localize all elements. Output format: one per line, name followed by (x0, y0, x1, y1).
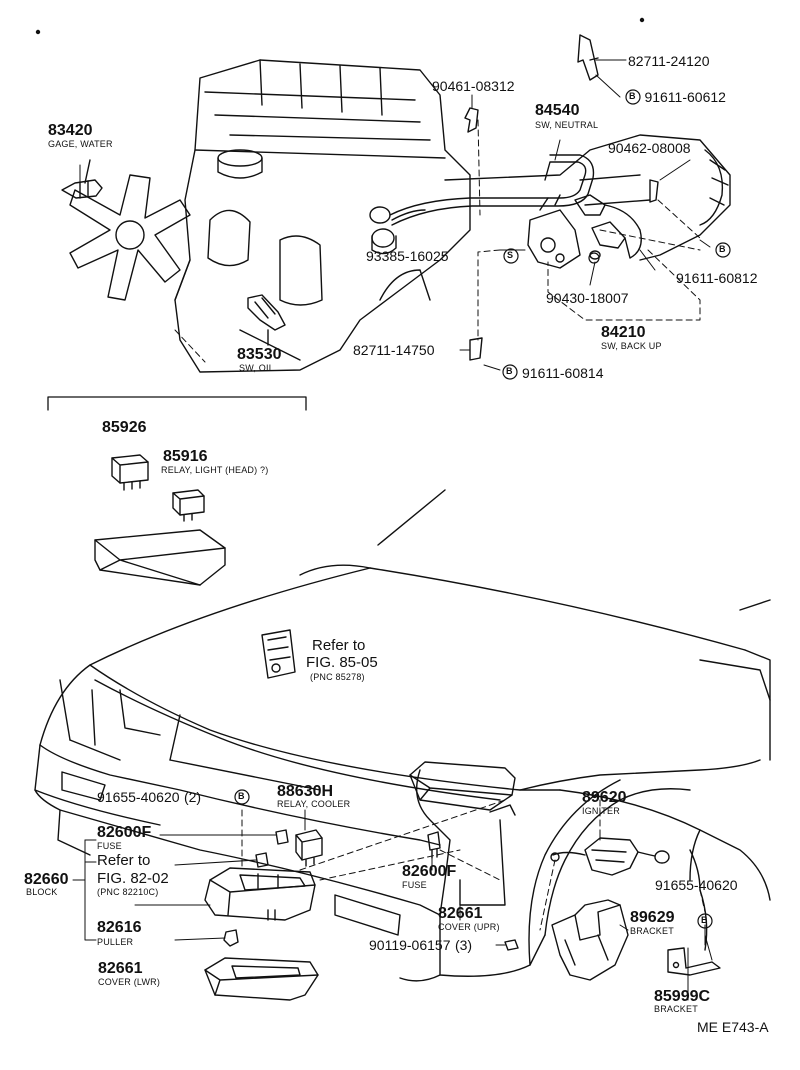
label-82600f-b: 82600F (402, 863, 457, 880)
symbol-circles (234, 89, 731, 929)
label-84210-desc: SW, BACK UP (601, 341, 662, 351)
ref1-line3: (PNC 85278) (310, 672, 365, 682)
dashed-leaders-upper (174, 119, 701, 363)
relay-85926 (111, 454, 149, 491)
clamps-upper (464, 34, 659, 361)
label-89620: 89620 (582, 789, 627, 806)
bolt-symbol: B (506, 366, 513, 376)
relay-cooler (295, 829, 323, 867)
label-91655-40620b: 91655-40620 (655, 877, 738, 893)
label-82616-desc: PULLER (97, 937, 134, 947)
ref-relay-bracket (261, 629, 296, 679)
label-89629-desc: BRACKET (630, 926, 674, 936)
label-85926: 85926 (102, 419, 147, 436)
relay-section-bracket (47, 396, 307, 411)
label-84210: 84210 (601, 324, 646, 341)
water-gage-sensor (61, 159, 103, 199)
label-82711-24120: 82711-24120 (628, 53, 710, 69)
puller (223, 929, 239, 947)
label-90430-18007: 90430-18007 (546, 290, 629, 306)
ref2-line2: FIG. 82-02 (97, 870, 169, 887)
label-82661-upr-desc: COVER (UPR) (438, 922, 500, 932)
label-91655-40620a: 91655-40620 (97, 789, 180, 805)
neutral-switch (527, 194, 581, 269)
label-82661-lwr-desc: COVER (LWR) (98, 977, 161, 987)
label-83420: 83420 (48, 122, 93, 139)
corner-dot (639, 17, 645, 23)
neutral-switch-harness (369, 154, 595, 255)
diagram-code: ME E743-A (697, 1019, 769, 1035)
junction-block (204, 867, 316, 921)
leaders-upper (79, 59, 711, 371)
bolt-symbol: B (629, 91, 636, 101)
label-91655-qty: (2) (183, 789, 202, 805)
label-91611-60812: 91611-60812 (676, 270, 758, 286)
bolt-symbol: B (238, 791, 245, 801)
label-90119-06157: 90119-06157 (369, 937, 451, 953)
label-83420-desc: GAGE, WATER (48, 139, 113, 149)
label-84540: 84540 (535, 102, 580, 119)
car-body (34, 489, 771, 982)
label-90462-08008: 90462-08008 (608, 140, 691, 156)
label-85999c-desc: BRACKET (654, 1004, 698, 1014)
bolt-90119 (504, 939, 519, 951)
label-82711-14750: 82711-14750 (353, 342, 435, 358)
label-85999c: 85999C (654, 988, 711, 1005)
back-up-switch (574, 194, 642, 260)
label-84540-desc: SW, NEUTRAL (535, 120, 599, 130)
ref1-line2: FIG. 85-05 (306, 654, 378, 671)
ref1-line1: Refer to (312, 637, 366, 654)
bolt-symbol: B (701, 915, 708, 925)
label-90461-08312: 90461-08312 (432, 78, 515, 94)
fuse-82600f-right (427, 831, 441, 859)
label-82600f-a: 82600F (97, 824, 152, 841)
label-82660: 82660 (24, 871, 69, 888)
label-82660-desc: BLOCK (26, 887, 58, 897)
label-82661-lwr: 82661 (98, 960, 143, 977)
fan-illustration (69, 174, 191, 301)
label-85916-desc: RELAY, LIGHT (HEAD) ?) (161, 465, 269, 475)
label-82661-upr: 82661 (438, 905, 483, 922)
label-83530-desc: SW, OIL (239, 363, 274, 373)
label-88630h: 88630H (277, 783, 334, 800)
label-85916: 85916 (163, 448, 208, 465)
corner-dot (35, 29, 41, 35)
label-82600f-a-desc: FUSE (97, 841, 122, 851)
engine-bay-box (409, 761, 516, 816)
special-symbol: S (507, 250, 514, 260)
label-89620-desc: IGNITER (582, 806, 620, 816)
label-82616: 82616 (97, 919, 142, 936)
fuses-left (255, 829, 289, 868)
igniter (550, 837, 670, 876)
leaders-lower (72, 809, 713, 1001)
label-88630h-desc: RELAY, COOLER (277, 799, 351, 809)
label-91611-60612: 91611-60612 (644, 89, 726, 105)
label-83530: 83530 (237, 346, 282, 363)
relay-85916 (172, 489, 205, 522)
lower-cover (204, 957, 319, 1001)
bracket-89629 (551, 899, 629, 981)
bracket-85999c (667, 947, 721, 976)
label-91611-60814: 91611-60814 (522, 365, 604, 381)
bolt-symbol: B (719, 244, 726, 254)
label-90119-qty: (3) (454, 937, 473, 953)
label-91611-60612-row: B 91611-60612 (625, 89, 726, 106)
label-82600f-b-desc: FUSE (402, 880, 427, 890)
ref2-line3: (PNC 82210C) (97, 887, 159, 897)
label-90119-06157-row: 90119-06157 (3) (369, 938, 472, 954)
ref2-line1: Refer to (97, 852, 151, 869)
relay-box (94, 529, 226, 586)
label-91655-40620a-row: 91655-40620 (2) (97, 790, 201, 806)
label-93385-16025: 93385-16025 (366, 248, 449, 264)
fender-lines (689, 849, 708, 951)
label-89629: 89629 (630, 909, 675, 926)
dashed-leaders-lower (241, 799, 706, 931)
engine-illustration (174, 59, 731, 373)
